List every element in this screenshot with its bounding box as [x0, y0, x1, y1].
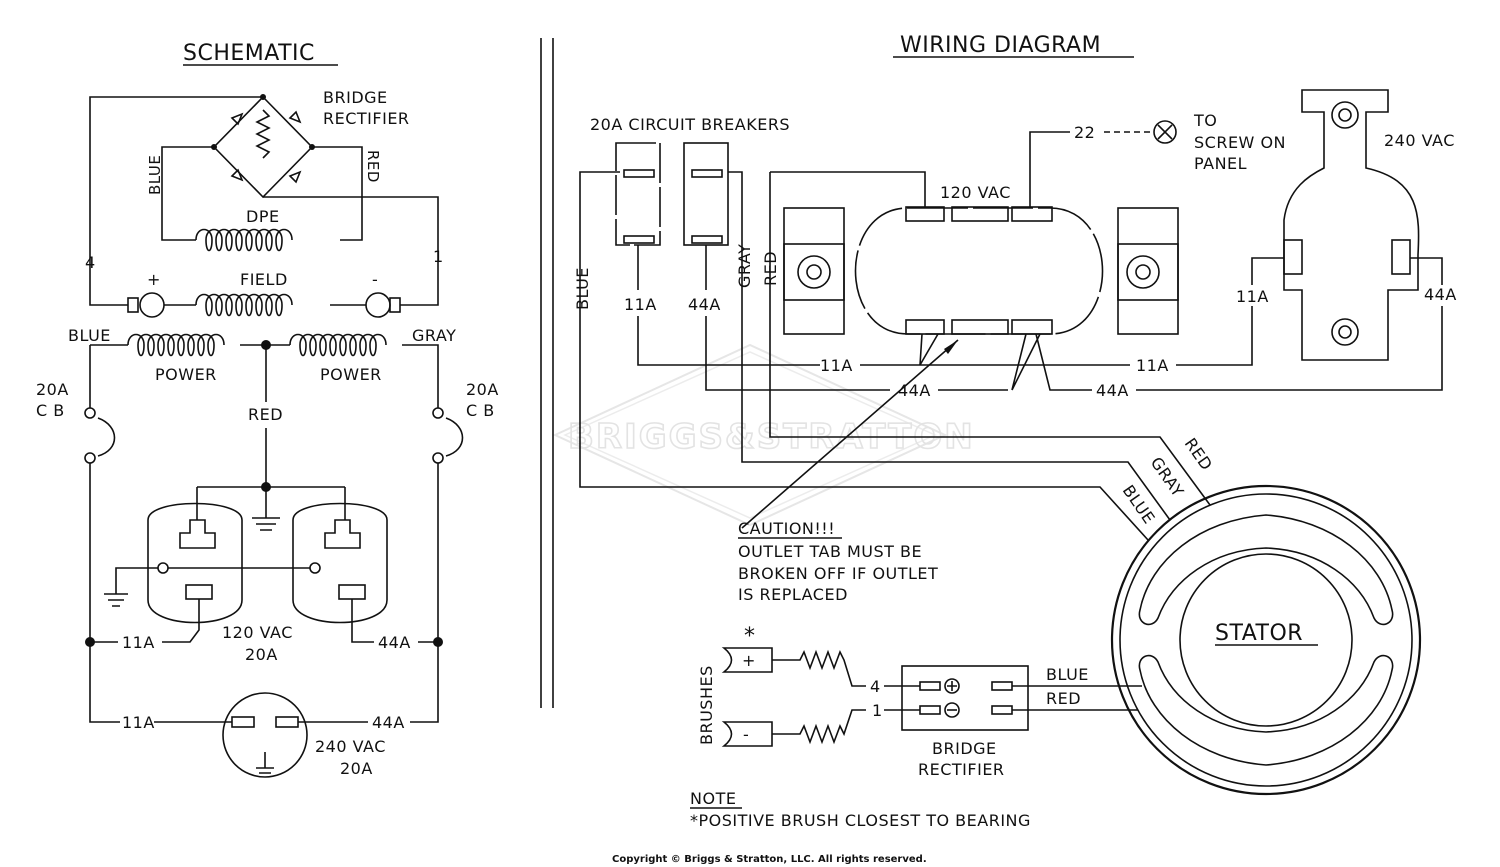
- brush-plus: +: [742, 651, 756, 670]
- caution-line-4: IS REPLACED: [738, 585, 848, 604]
- outlet240-11a: 11A: [1236, 287, 1269, 306]
- wiring-gray-vertical: GRAY: [735, 244, 754, 288]
- bridge-rectifier-symbol: [211, 94, 315, 199]
- cb-left-label-2: C B: [36, 401, 65, 420]
- cb-right-label-1: 20A: [466, 380, 499, 399]
- dpe-coil: [195, 228, 293, 252]
- caution-line-3: BROKEN OFF IF OUTLET: [738, 564, 938, 583]
- duplex-outlet-120: [854, 207, 1104, 335]
- outlet240-44a-label: 44A: [372, 713, 405, 732]
- bridge-label-2: RECTIFIER: [918, 760, 1005, 779]
- outlet-240vac-label: 240 VAC: [315, 737, 386, 756]
- power-coil-left: [127, 333, 225, 357]
- power-left-label: POWER: [155, 365, 217, 384]
- breaker-11a-label: 11A: [624, 295, 657, 314]
- schematic-panel: SCHEMATIC BRIDGE RECTIFIER BLUE RED DPE …: [36, 41, 499, 778]
- field-label: FIELD: [240, 270, 288, 289]
- brushes-label: BRUSHES: [697, 665, 716, 745]
- outlet-120vac-label: 120 VAC: [222, 623, 293, 642]
- power-gray-label: GRAY: [412, 326, 456, 345]
- to-screw-label-3: PANEL: [1194, 154, 1247, 173]
- bridge-rectifier-box: [901, 665, 1029, 731]
- cb-left-label-1: 20A: [36, 380, 69, 399]
- outlet-120-left: [147, 502, 243, 624]
- outlet240-20a-label: 20A: [340, 759, 373, 778]
- rectifier-red-label: RED: [1046, 689, 1081, 708]
- outlet-20a-label: 20A: [245, 645, 278, 664]
- brush-minus: -: [743, 725, 749, 744]
- outlet-44a-label: 44A: [378, 633, 411, 652]
- outlet-120-right: [292, 502, 388, 624]
- copyright-text: Copyright © Briggs & Stratton, LLC. All …: [612, 854, 927, 865]
- breaker-left: [615, 142, 661, 246]
- stator-symbol: [1110, 484, 1422, 796]
- wire-44a-b: 44A: [898, 381, 931, 400]
- wire-11a-b: 11A: [820, 356, 853, 375]
- note-title: NOTE: [690, 789, 736, 808]
- outlet240-11a-label: 11A: [122, 713, 155, 732]
- power-blue-label: BLUE: [68, 326, 111, 345]
- breaker-44a-label: 44A: [688, 295, 721, 314]
- wiring-red-vertical: RED: [761, 251, 780, 286]
- bridge-label-1: BRIDGE: [932, 739, 997, 758]
- watermark-logo: BRIGGS&STRATTON: [552, 343, 974, 527]
- field-coil: [195, 293, 293, 317]
- outlet-240-wiring: [1283, 89, 1420, 361]
- field-plus: +: [147, 270, 161, 289]
- brush-wire-4: 4: [870, 677, 881, 696]
- schematic-red-vertical: RED: [364, 150, 382, 183]
- power-coil-right: [289, 333, 387, 357]
- to-screw-label-1: TO: [1193, 111, 1217, 130]
- brush-positive: [721, 647, 773, 673]
- stator-blue-label: BLUE: [1119, 481, 1159, 527]
- breaker-right: [683, 142, 729, 246]
- stator-red-label: RED: [1181, 434, 1217, 474]
- stator-gray-label: GRAY: [1147, 453, 1188, 500]
- breakers-label: 20A CIRCUIT BREAKERS: [590, 115, 790, 134]
- schematic-title: SCHEMATIC: [183, 41, 315, 66]
- schematic-num4: 4: [85, 253, 96, 272]
- outlet-240vac-wiring-label: 240 VAC: [1384, 131, 1455, 150]
- wire-22-label: 22: [1074, 123, 1095, 142]
- dpe-label: DPE: [246, 207, 280, 226]
- to-screw-label-2: SCREW ON: [1194, 133, 1286, 152]
- cb-right-label-2: C B: [466, 401, 495, 420]
- caution-line-2: OUTLET TAB MUST BE: [738, 542, 922, 561]
- brush-negative: [721, 721, 773, 747]
- power-right-label: POWER: [320, 365, 382, 384]
- field-minus: -: [372, 270, 378, 289]
- center-red-label: RED: [248, 405, 283, 424]
- schematic-blue-vertical: BLUE: [146, 155, 164, 195]
- stator-label: STATOR: [1215, 621, 1303, 646]
- duplex-120vac-label: 120 VAC: [940, 183, 1011, 202]
- rectifier-blue-label: BLUE: [1046, 665, 1089, 684]
- brush-asterisk: *: [744, 624, 756, 649]
- bridge-rectifier-label: BRIDGE: [323, 88, 388, 107]
- outlet-240: [222, 692, 308, 778]
- brush-wire-1: 1: [872, 701, 883, 720]
- wire-44a-c: 44A: [1096, 381, 1129, 400]
- schematic-num1: 1: [433, 247, 444, 266]
- note-text: *POSITIVE BRUSH CLOSEST TO BEARING: [690, 811, 1031, 830]
- outlet-11a-label: 11A: [122, 633, 155, 652]
- caution-title: CAUTION!!!: [738, 519, 835, 538]
- outlet240-44a: 44A: [1424, 285, 1457, 304]
- bridge-rectifier-label-2: RECTIFIER: [323, 109, 410, 128]
- wire-11a-c: 11A: [1136, 356, 1169, 375]
- wiring-title: WIRING DIAGRAM: [900, 33, 1101, 58]
- wiring-blue-vertical: BLUE: [573, 267, 592, 310]
